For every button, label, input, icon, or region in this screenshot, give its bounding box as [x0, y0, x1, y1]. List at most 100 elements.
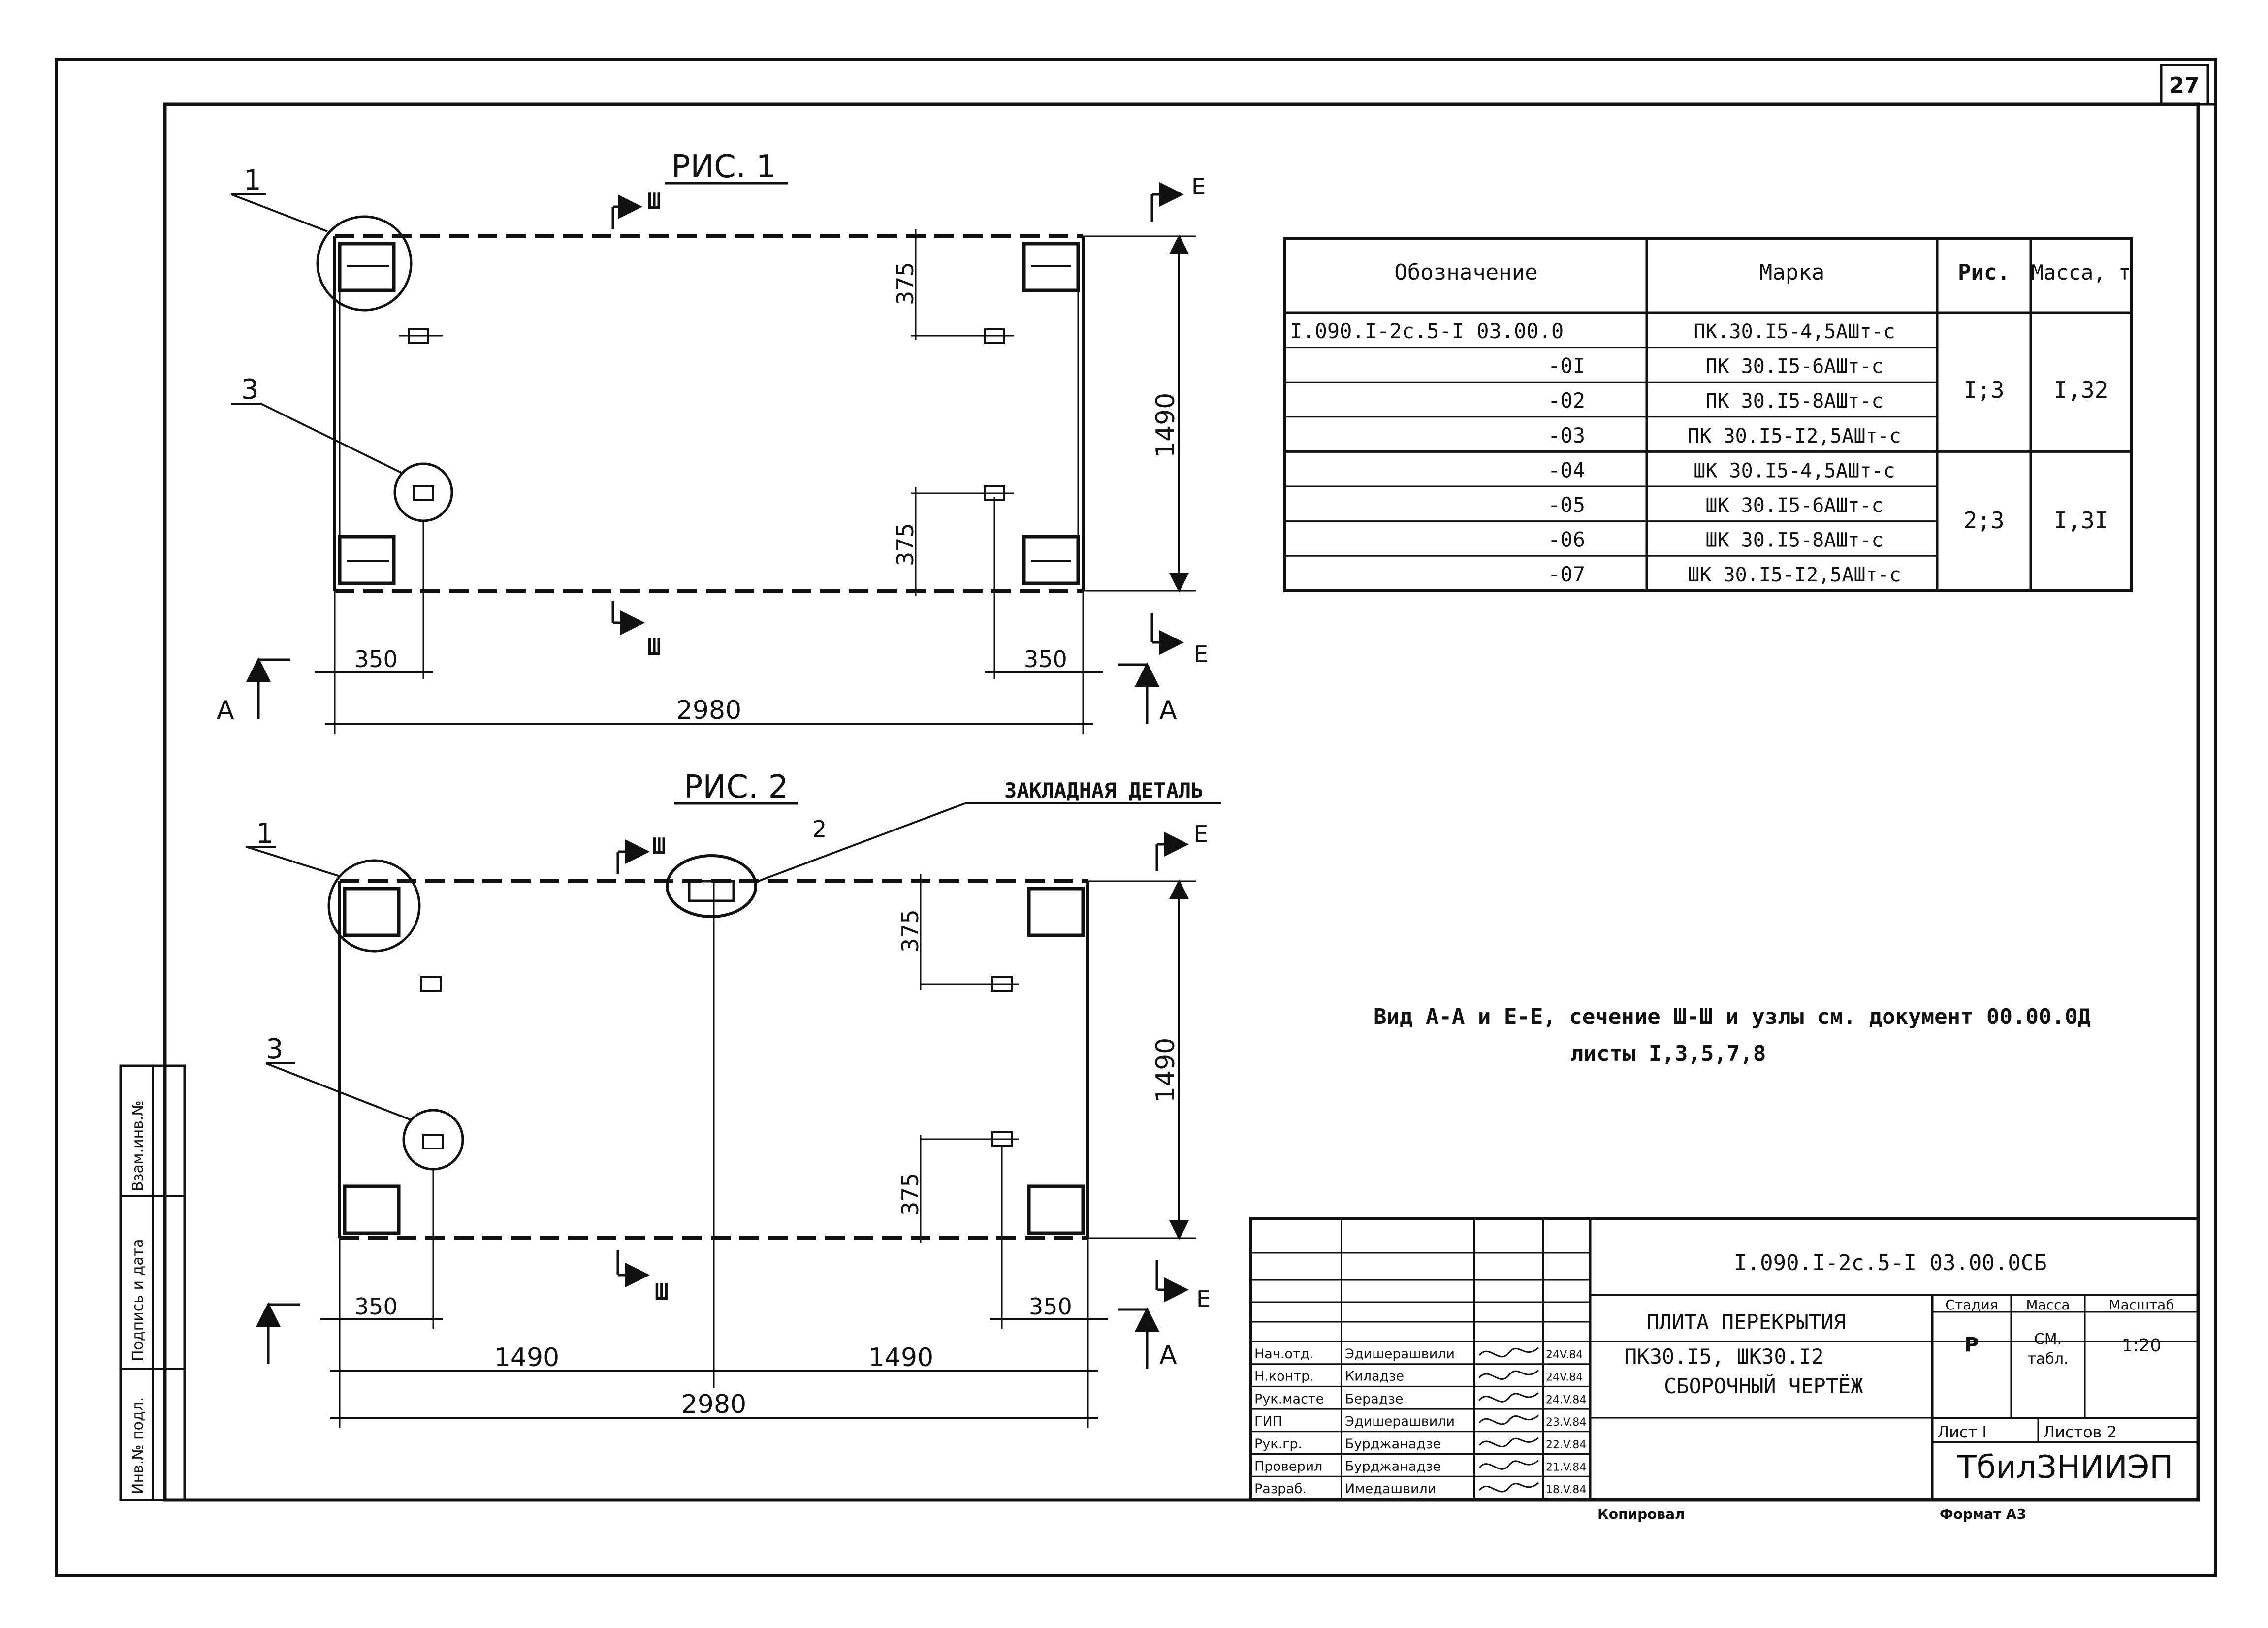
staff-date: 24.V.84 — [1546, 1394, 1586, 1406]
table-cell-designation: -03 — [1548, 423, 1585, 447]
doc-title-line-2: ПК30.I5, ШК30.I2 — [1625, 1344, 1824, 1369]
fig1-dim-1490: 1490 — [1151, 393, 1181, 458]
section-e-top: Е — [1150, 173, 1206, 222]
mounting-insert — [921, 1131, 1019, 1147]
lifting-loop-tl — [343, 887, 401, 937]
note-line-1: Вид А-А и Е-Е, сечение Ш-Ш и узлы см. до… — [1374, 1004, 2091, 1029]
section-mark-bottom: Ш — [616, 1250, 669, 1305]
svg-text:Е: Е — [1196, 1286, 1211, 1312]
view-a-left: А — [217, 657, 290, 725]
lifting-loop-bl — [343, 1184, 401, 1235]
table-header-fig: Рис. — [1958, 260, 2010, 285]
mass-value-2: табл. — [2027, 1350, 2068, 1368]
table-group-2-fig: 2;3 — [1963, 507, 2004, 534]
specification-table: Обозначение Марка Рис. Масса, т I.090.I-… — [1283, 237, 2133, 592]
table-cell-mark: ПК 30.I5-6АШт-с — [1705, 355, 1883, 378]
table-header-designation: Обозначение — [1394, 260, 1537, 285]
mounting-insert — [399, 328, 443, 344]
mounting-insert — [911, 485, 1014, 501]
mounting-insert — [911, 328, 1014, 344]
lifting-loop-tl — [338, 242, 396, 292]
doc-title-line-3: СБОРОЧНЫЙ ЧЕРТЁЖ — [1664, 1373, 1863, 1398]
fig1-dim-350-left: 350 — [354, 646, 398, 672]
lifting-loop-tr — [1022, 242, 1080, 292]
fig2-dim-350-right: 350 — [1029, 1293, 1072, 1320]
page-number-box: 27 — [2160, 64, 2209, 106]
table-cell-designation: -0I — [1548, 354, 1585, 378]
embedded-part — [666, 854, 757, 918]
lifting-loop-bl — [338, 535, 396, 585]
svg-text:А: А — [1159, 696, 1177, 725]
stage-value: Р — [1964, 1334, 1979, 1356]
lifting-loop-br — [1022, 535, 1080, 585]
staff-name: Берадзе — [1345, 1391, 1403, 1406]
staff-role: ГИП — [1254, 1414, 1282, 1429]
fig1-dim-375-top: 375 — [892, 262, 919, 305]
staff-date: 24V.84 — [1546, 1349, 1583, 1361]
fig2-callout-1: 1 — [256, 818, 274, 850]
page-number: 27 — [2169, 73, 2199, 98]
slab-plan-2 — [338, 879, 1089, 1388]
svg-text:Ш: Ш — [652, 833, 666, 860]
fig1-dim-375-bottom: 375 — [892, 523, 919, 566]
mounting-insert — [422, 1134, 444, 1149]
staff-date: 18.V.84 — [1546, 1484, 1586, 1496]
section-mark-top: Ш — [616, 833, 666, 874]
lifting-loop-br — [1027, 1184, 1085, 1235]
table-cell-mark: ПК 30.I5-I2,5АШт-с — [1688, 425, 1901, 447]
section-mark-top: Ш — [611, 188, 661, 229]
fig2-dim-350-left: 350 — [354, 1293, 398, 1320]
fig1-callout-1: 1 — [244, 164, 261, 196]
staff-date: 22.V.84 — [1546, 1439, 1586, 1451]
svg-text:Ш: Ш — [655, 1278, 669, 1305]
staff-name: Бурджанадзе — [1345, 1436, 1441, 1452]
table-cell-mark: ПК 30.I5-8АШт-с — [1705, 390, 1883, 413]
embedded-part-label: ЗАКЛАДНАЯ ДЕТАЛЬ — [1004, 778, 1204, 802]
table-group-1-fig: I;3 — [1963, 377, 2004, 403]
table-cell-mark: ШК 30.I5-I2,5АШт-с — [1688, 564, 1901, 586]
svg-text:Е: Е — [1194, 821, 1208, 847]
signature — [1478, 1414, 1539, 1425]
table-cell-mark: ШК 30.I5-6АШт-с — [1705, 494, 1883, 517]
slab-plan-1 — [333, 234, 1085, 593]
table-cell-designation: -05 — [1548, 493, 1585, 517]
figure-2-title: РИС. 2 — [684, 769, 789, 805]
callout-circle-3 — [393, 462, 453, 522]
staff-role: Рук.масте — [1254, 1391, 1324, 1406]
stamp-inv-no: Инв.№ подл. — [129, 1397, 147, 1494]
table-cell-mark: ШК 30.I5-8АШт-с — [1705, 529, 1883, 552]
mounting-insert — [420, 976, 442, 992]
staff-name: Эдишерашвили — [1345, 1346, 1455, 1362]
copied-label: Копировал — [1597, 1506, 1685, 1522]
stamp-sign-date: Подпись и дата — [129, 1239, 147, 1362]
svg-text:А: А — [1159, 1341, 1177, 1370]
figure-2: РИС. 2 ЗАКЛАДНАЯ ДЕТАЛЬ 2 1 3 — [246, 769, 1221, 1428]
signature — [1478, 1370, 1539, 1380]
staff-name: Бурджанадзе — [1345, 1459, 1441, 1474]
view-a-right: А — [1118, 1307, 1177, 1370]
staff-role: Рук.гр. — [1254, 1436, 1302, 1452]
fig2-dim-1490-vertical: 1490 — [1151, 1038, 1181, 1103]
view-a-left — [256, 1302, 300, 1364]
fig2-dim-1490-left: 1490 — [494, 1343, 559, 1373]
fig1-dim-2980: 2980 — [676, 696, 741, 725]
section-e-bottom: Е — [1155, 1260, 1211, 1312]
staff-date: 21.V.84 — [1546, 1462, 1586, 1474]
svg-text:Е: Е — [1191, 173, 1206, 200]
staff-role: Н.контр. — [1254, 1369, 1314, 1384]
staff-name: Имедашвили — [1345, 1481, 1436, 1497]
staff-name: Киладзе — [1345, 1369, 1404, 1384]
callout-circle-1 — [327, 859, 421, 953]
svg-text:Ш: Ш — [647, 634, 661, 660]
table-group-2-mass: I,3I — [2054, 507, 2108, 534]
svg-text:Ш: Ш — [647, 188, 661, 215]
mounting-insert — [921, 976, 1019, 992]
table-cell-designation: -07 — [1548, 562, 1585, 586]
stage-label: Стадия — [1945, 1297, 1998, 1313]
section-mark-bottom: Ш — [611, 601, 661, 660]
table-cell-designation: -06 — [1548, 528, 1585, 552]
section-e-top: Е — [1155, 821, 1208, 871]
fig2-dim-375-top: 375 — [897, 909, 924, 953]
signature — [1478, 1460, 1539, 1470]
lifting-loop-tr — [1027, 887, 1085, 937]
